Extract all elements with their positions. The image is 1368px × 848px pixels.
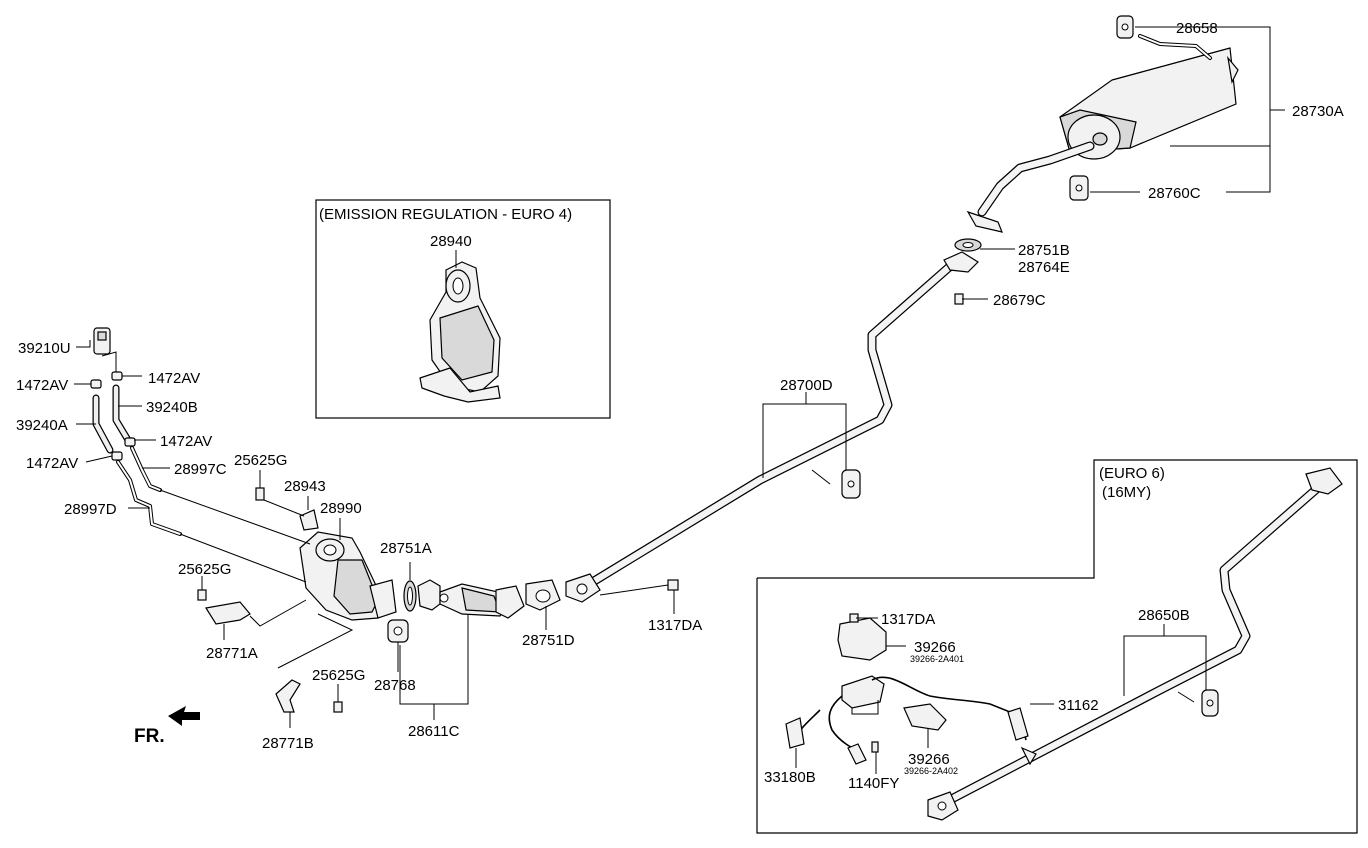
- label-28751A: 28751A: [380, 540, 432, 557]
- euro6-front-pipe-28650B: [927, 467, 1343, 821]
- label-39266-b: 39266: [908, 751, 950, 768]
- rear-muffler: [1059, 47, 1239, 160]
- hanger-28760C: [1069, 175, 1089, 201]
- pressure-sensor-39210U: [93, 327, 111, 355]
- hanger-28700D: [841, 469, 861, 499]
- label-1472AV-b: 1472AV: [148, 370, 200, 387]
- tube-28997C: [130, 446, 162, 492]
- label-39266-2A401: 39266-2A401: [910, 654, 964, 664]
- label-25625G-mid: 25625G: [178, 561, 231, 578]
- label-28940: 28940: [430, 233, 472, 250]
- nut-1317DA: [667, 579, 679, 591]
- bracket-28771B: [275, 679, 343, 713]
- label-1317DA-main: 1317DA: [648, 617, 702, 634]
- label-28760C: 28760C: [1148, 185, 1201, 202]
- tail-pipe-upper: [966, 141, 1095, 233]
- hanger-28768: [387, 619, 409, 643]
- label-1472AV-d: 1472AV: [26, 455, 78, 472]
- euro6-sensor-wires: [785, 676, 1029, 765]
- label-31162: 31162: [1058, 697, 1099, 714]
- euro6-inset-title-2: (16MY): [1102, 484, 1151, 501]
- bracket-28943: [299, 509, 319, 531]
- hanger-28658: [1116, 15, 1212, 60]
- front-direction-label: FR.: [134, 726, 165, 747]
- label-1472AV-a: 1472AV: [16, 377, 68, 394]
- label-28990: 28990: [320, 500, 362, 517]
- euro6-bracket-39266-2A402: [903, 703, 947, 731]
- label-1472AV-c: 1472AV: [160, 433, 212, 450]
- label-1140FY: 1140FY: [848, 775, 899, 792]
- bolt-28679C: [954, 293, 964, 305]
- euro4-inset-title: (EMISSION REGULATION - EURO 4): [319, 206, 572, 223]
- label-39240B: 39240B: [146, 399, 198, 416]
- center-pipe: [565, 251, 979, 603]
- label-28611C: 28611C: [408, 723, 460, 740]
- part-labels: 28658 28730A 28760C 28751B 28764E 28679C…: [16, 20, 1344, 792]
- label-39240A: 39240A: [16, 417, 68, 434]
- euro4-converter: [419, 261, 501, 403]
- label-28771B: 28771B: [262, 735, 314, 752]
- label-28700D: 28700D: [780, 377, 833, 394]
- label-28730A: 28730A: [1292, 103, 1344, 120]
- label-25625G-upper: 25625G: [234, 452, 287, 469]
- label-28943: 28943: [284, 478, 326, 495]
- euro4-inset-frame: (EMISSION REGULATION - EURO 4): [315, 199, 611, 419]
- gasket-28751A: [403, 580, 417, 612]
- euro6-inset-title-1: (EURO 6): [1099, 465, 1165, 482]
- hose-39240B: [112, 384, 132, 444]
- tube-28997D: [116, 460, 182, 536]
- clamps-1472AV: [90, 371, 136, 461]
- label-28768: 28768: [374, 677, 416, 694]
- label-28679C: 28679C: [993, 292, 1046, 309]
- label-28764E: 28764E: [1018, 259, 1070, 276]
- label-28997D: 28997D: [64, 501, 117, 518]
- bolt-25625G-upper: [255, 487, 265, 501]
- label-25625G-lower: 25625G: [312, 667, 365, 684]
- front-direction-arrow: FR.: [134, 706, 200, 747]
- hose-39240A: [92, 394, 114, 454]
- bracket-28771A: [197, 589, 251, 625]
- gasket-28751D: [525, 579, 561, 611]
- euro6-sensor-module: [841, 675, 885, 709]
- euro6-bracket-39266-2A401: [837, 613, 887, 661]
- leader-lines: [74, 26, 1285, 774]
- label-28658: 28658: [1176, 20, 1218, 37]
- label-33180B: 33180B: [764, 769, 816, 786]
- front-pipe: [417, 579, 525, 619]
- label-1317DA-euro6: 1317DA: [881, 611, 935, 628]
- label-28650B: 28650B: [1138, 607, 1190, 624]
- label-28751B: 28751B: [1018, 242, 1070, 259]
- euro6-hanger: [1201, 689, 1219, 717]
- label-39210U: 39210U: [18, 340, 71, 357]
- catalytic-converter: [299, 531, 397, 621]
- euro6-inset-frame: (EURO 6) (16MY): [756, 459, 1358, 834]
- label-39266-2A402: 39266-2A402: [904, 766, 958, 776]
- label-28771A: 28771A: [206, 645, 258, 662]
- label-28751D: 28751D: [522, 632, 575, 649]
- gasket-28751B: [954, 238, 982, 252]
- label-39266-a: 39266: [914, 639, 956, 656]
- label-28997C: 28997C: [174, 461, 227, 478]
